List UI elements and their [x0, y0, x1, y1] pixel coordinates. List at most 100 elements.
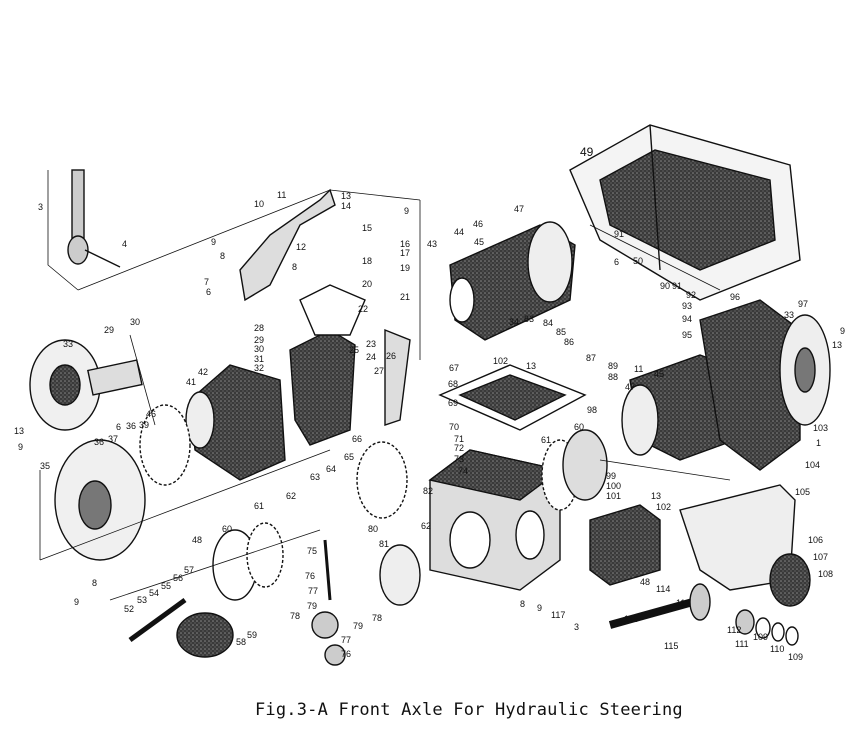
planet-pinion: [324, 644, 346, 666]
part-callout: 13: [832, 340, 843, 350]
part-callout: 23: [366, 339, 377, 349]
part-callout: 69: [448, 398, 459, 408]
part-callout: 8: [220, 251, 226, 261]
part-callout: 13: [14, 426, 25, 436]
part-callout: 3: [574, 622, 580, 632]
part-callout: 11: [634, 364, 644, 374]
bearing-cup: [176, 612, 234, 658]
part-callout: 84: [543, 318, 554, 328]
part-callout: 46: [146, 409, 157, 419]
part-callout: 24: [366, 352, 377, 362]
part-callout: 12: [296, 242, 307, 252]
differential-housing: [428, 449, 562, 591]
part-callout: 106: [808, 535, 824, 545]
half-shaft: [128, 597, 187, 643]
part-callout: 9: [404, 206, 410, 216]
part-callout: 96: [730, 292, 741, 302]
part-callout: 9: [211, 237, 217, 247]
part-callout: 70: [449, 422, 460, 432]
part-callout: 58: [236, 637, 247, 647]
part-callout: 3: [38, 202, 44, 212]
part-callout: 102: [493, 356, 509, 366]
part-callout: 33: [784, 310, 795, 320]
part-callout: 17: [400, 248, 411, 258]
final-drive-gear: [139, 404, 191, 486]
part-callout: 94: [682, 314, 693, 324]
gear-61: [246, 522, 284, 588]
part-callout: 25: [349, 345, 360, 355]
part-callout: 90: [660, 281, 671, 291]
part-callout: 109: [788, 652, 804, 662]
part-callout: 8: [92, 578, 98, 588]
part-callout: 9: [74, 597, 80, 607]
part-callout: 109: [753, 632, 769, 642]
part-callout: 54: [149, 588, 160, 598]
steering-arm: [239, 188, 336, 302]
small-bearings: [735, 609, 799, 646]
part-callout: 57: [184, 565, 195, 575]
part-callout: 13: [341, 191, 352, 201]
part-callout: 45: [654, 369, 665, 379]
part-callout: 73: [454, 454, 465, 464]
part-callout: 85: [556, 327, 567, 337]
part-callout: 50: [633, 256, 644, 266]
planet-pinion: [311, 611, 339, 639]
part-callout: 91: [672, 281, 683, 291]
part-callout: 92: [686, 290, 697, 300]
part-callout: 105: [795, 487, 811, 497]
tie-rod-end: [67, 169, 121, 268]
part-callout: 14: [341, 201, 352, 211]
part-callout: 102: [656, 502, 672, 512]
part-callout: 110: [770, 644, 785, 654]
part-callout: 36: [94, 437, 105, 447]
bracket-bushing: [769, 553, 811, 607]
leader-lines: [39, 170, 731, 601]
part-callout: 87: [586, 353, 597, 363]
pinion-shaft: [323, 539, 332, 601]
part-callout: 11: [277, 190, 287, 200]
part-callout: 115: [664, 641, 679, 651]
cover-plate: [299, 284, 366, 336]
part-callout: 74: [458, 466, 469, 476]
part-callout: 112: [727, 625, 742, 635]
part-callout: 31: [254, 354, 265, 364]
part-callout: 68: [448, 379, 459, 389]
part-callout: 6: [116, 422, 122, 432]
part-callout: 43: [427, 239, 438, 249]
left-wheel-hub: [54, 439, 146, 561]
part-callout: 77: [341, 635, 352, 645]
spur-gear: [356, 441, 408, 519]
part-callout: 19: [400, 263, 411, 273]
part-callout: 26: [386, 351, 397, 361]
bevel-pinion: [384, 328, 411, 426]
part-callout: 78: [372, 613, 383, 623]
coupling-flange: [379, 544, 421, 606]
part-callout: 32: [254, 363, 265, 373]
part-callout: 117: [551, 610, 566, 620]
part-callout: 33: [63, 339, 74, 349]
part-callout: 61: [541, 435, 552, 445]
part-callout: 76: [305, 571, 316, 581]
part-callout: 116: [624, 614, 639, 624]
part-callout: 29: [104, 325, 115, 335]
part-callout: 46: [473, 219, 484, 229]
part-callout: 27: [374, 366, 385, 376]
part-callout: 91: [614, 229, 625, 239]
part-callout: 77: [308, 586, 319, 596]
part-callout: 35: [40, 461, 51, 471]
part-callout: 44: [454, 227, 465, 237]
part-callout: 21: [400, 292, 411, 302]
part-callout: 62: [286, 491, 297, 501]
part-callout: 36: [126, 421, 137, 431]
part-callout: 80: [368, 524, 379, 534]
part-callout: 30: [254, 344, 265, 354]
part-callout: 98: [587, 405, 598, 415]
part-callout: 75: [307, 546, 318, 556]
part-callout: 8: [292, 262, 298, 272]
part-callout: 61: [254, 501, 265, 511]
part-callout: 111: [735, 639, 749, 649]
part-callout: 82: [423, 486, 434, 496]
part-callout: 97: [798, 299, 809, 309]
part-callout: 108: [818, 569, 834, 579]
part-callout: 66: [352, 434, 363, 444]
